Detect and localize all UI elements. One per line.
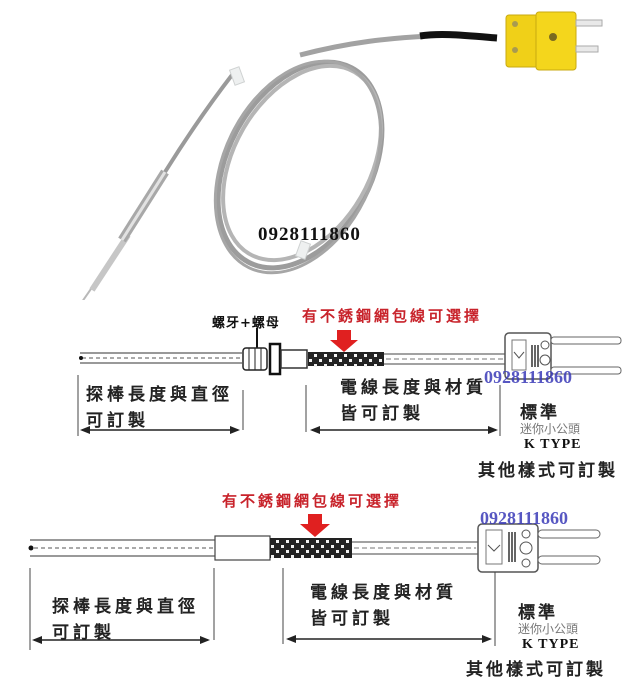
- probe-custom-text-bottom: 探棒長度與直徑 可訂製: [52, 594, 199, 646]
- braid-weave-mark: [316, 550, 319, 553]
- braid-weave-mark: [374, 364, 377, 367]
- bottom-transition-sleeve: [214, 535, 271, 561]
- cable-text-line1: 電線長度與材質: [310, 583, 457, 603]
- braid-weave-mark: [314, 354, 317, 357]
- yellow-k-connector: [505, 11, 603, 71]
- phone-number-top: 0928111860: [484, 367, 573, 387]
- mini-plug-label-top: 迷你小公頭: [520, 422, 581, 436]
- standard-label-bottom: 標準: [518, 603, 558, 623]
- mini-plug-label-bottom: 迷你小公頭: [518, 622, 579, 636]
- braid-weave-mark: [354, 354, 357, 357]
- braid-weave-mark: [291, 545, 294, 548]
- braid-weave-mark: [271, 545, 274, 548]
- cable-tie: [228, 66, 246, 86]
- braid-weave-mark: [336, 540, 339, 543]
- bottom-probe-tube: [28, 539, 215, 557]
- ktype-label-top: K TYPE: [524, 437, 582, 452]
- braid-weave-mark: [326, 540, 329, 543]
- braid-weave-mark: [286, 550, 289, 553]
- braid-weave-mark: [331, 555, 334, 558]
- braid-weave-mark: [321, 545, 324, 548]
- bottom-red-arrow: [300, 514, 330, 537]
- braid-weave-mark: [291, 555, 294, 558]
- cable-custom-text-bottom: 電線長度與材質 皆可訂製: [310, 580, 457, 632]
- cable-tie: [294, 240, 312, 260]
- top-red-arrow: [330, 330, 358, 352]
- braid-weave-mark: [281, 545, 284, 548]
- braid-weave-mark: [374, 354, 377, 357]
- top-braid-section: [308, 352, 384, 367]
- braid-weave-mark: [271, 555, 274, 558]
- braid-weave-mark: [334, 354, 337, 357]
- braid-weave-mark: [346, 550, 349, 553]
- braid-weave-mark: [346, 540, 349, 543]
- top-screw-nut: [242, 328, 308, 376]
- braid-weave-mark: [359, 359, 362, 362]
- braid-weave-mark: [379, 359, 382, 362]
- probe-shank: [89, 233, 131, 292]
- braid-weave-mark: [341, 555, 344, 558]
- braid-weave-mark: [321, 555, 324, 558]
- cable-text-line2: 皆可訂製: [340, 404, 424, 424]
- braid-weave-mark: [296, 550, 299, 553]
- braid-weave-mark: [281, 555, 284, 558]
- braid-weave-mark: [296, 540, 299, 543]
- other-styles-label-bottom: 其他樣式可訂製: [466, 660, 606, 680]
- top-probe-tube: [79, 352, 242, 364]
- braid-weave-mark: [276, 550, 279, 553]
- ktype-label-bottom: K TYPE: [522, 637, 580, 652]
- braid-weave-mark: [311, 555, 314, 558]
- braid-weave-mark: [306, 540, 309, 543]
- braid-weave-mark: [339, 359, 342, 362]
- braid-weave-mark: [301, 545, 304, 548]
- standard-label-top: 標準: [520, 403, 560, 423]
- braid-weave-mark: [354, 364, 357, 367]
- cable-to-connector: [299, 33, 431, 58]
- braid-weave-mark: [349, 359, 352, 362]
- braid-weave-mark: [329, 359, 332, 362]
- cable-text-line2: 皆可訂製: [310, 609, 394, 629]
- probe-text-line2: 可訂製: [52, 623, 115, 643]
- braid-weave-mark: [331, 545, 334, 548]
- phone-number-photo: 0928111860: [258, 224, 361, 245]
- bottom-cable: [352, 541, 478, 555]
- bottom-braid-section: [270, 538, 352, 558]
- cable-text-line1: 電線長度與材質: [340, 378, 487, 398]
- cable-custom-text-top: 電線長度與材質 皆可訂製: [340, 375, 487, 427]
- braid-option-label-bottom: 有不銹鋼網包線可選擇: [222, 492, 403, 510]
- top-cable: [384, 353, 505, 365]
- braid-weave-mark: [369, 359, 372, 362]
- probe-custom-text-top: 探棒長度與直徑 可訂製: [86, 382, 233, 434]
- bottom-connector-drawing: [477, 523, 601, 573]
- braid-weave-mark: [324, 354, 327, 357]
- thermocouple-photo: [82, 11, 603, 300]
- braid-weave-mark: [314, 364, 317, 367]
- braid-weave-mark: [364, 354, 367, 357]
- braid-weave-mark: [316, 540, 319, 543]
- braid-weave-mark: [344, 364, 347, 367]
- braid-weave-mark: [286, 540, 289, 543]
- braid-weave-mark: [309, 359, 312, 362]
- heat-shrink: [419, 31, 498, 42]
- braid-weave-mark: [344, 354, 347, 357]
- phone-number-bottom: 0928111860: [480, 508, 569, 528]
- screw-nut-label: 螺牙+螺母: [212, 316, 280, 331]
- braid-weave-mark: [276, 540, 279, 543]
- braid-weave-mark: [311, 545, 314, 548]
- braid-weave-mark: [301, 555, 304, 558]
- probe-text-line1: 探棒長度與直徑: [52, 597, 199, 617]
- braid-weave-mark: [306, 550, 309, 553]
- braid-weave-mark: [364, 364, 367, 367]
- braid-option-label-top: 有不銹鋼網包線可選擇: [302, 307, 483, 325]
- probe-text-line2: 可訂製: [86, 411, 149, 431]
- braid-weave-mark: [324, 364, 327, 367]
- braid-weave-mark: [341, 545, 344, 548]
- braid-weave-mark: [334, 364, 337, 367]
- cable-lead: [163, 73, 234, 174]
- braid-weave-mark: [336, 550, 339, 553]
- probe-text-line1: 探棒長度與直徑: [86, 385, 233, 405]
- braid-weave-mark: [319, 359, 322, 362]
- other-styles-label-top: 其他樣式可訂製: [478, 461, 618, 481]
- braid-weave-mark: [326, 550, 329, 553]
